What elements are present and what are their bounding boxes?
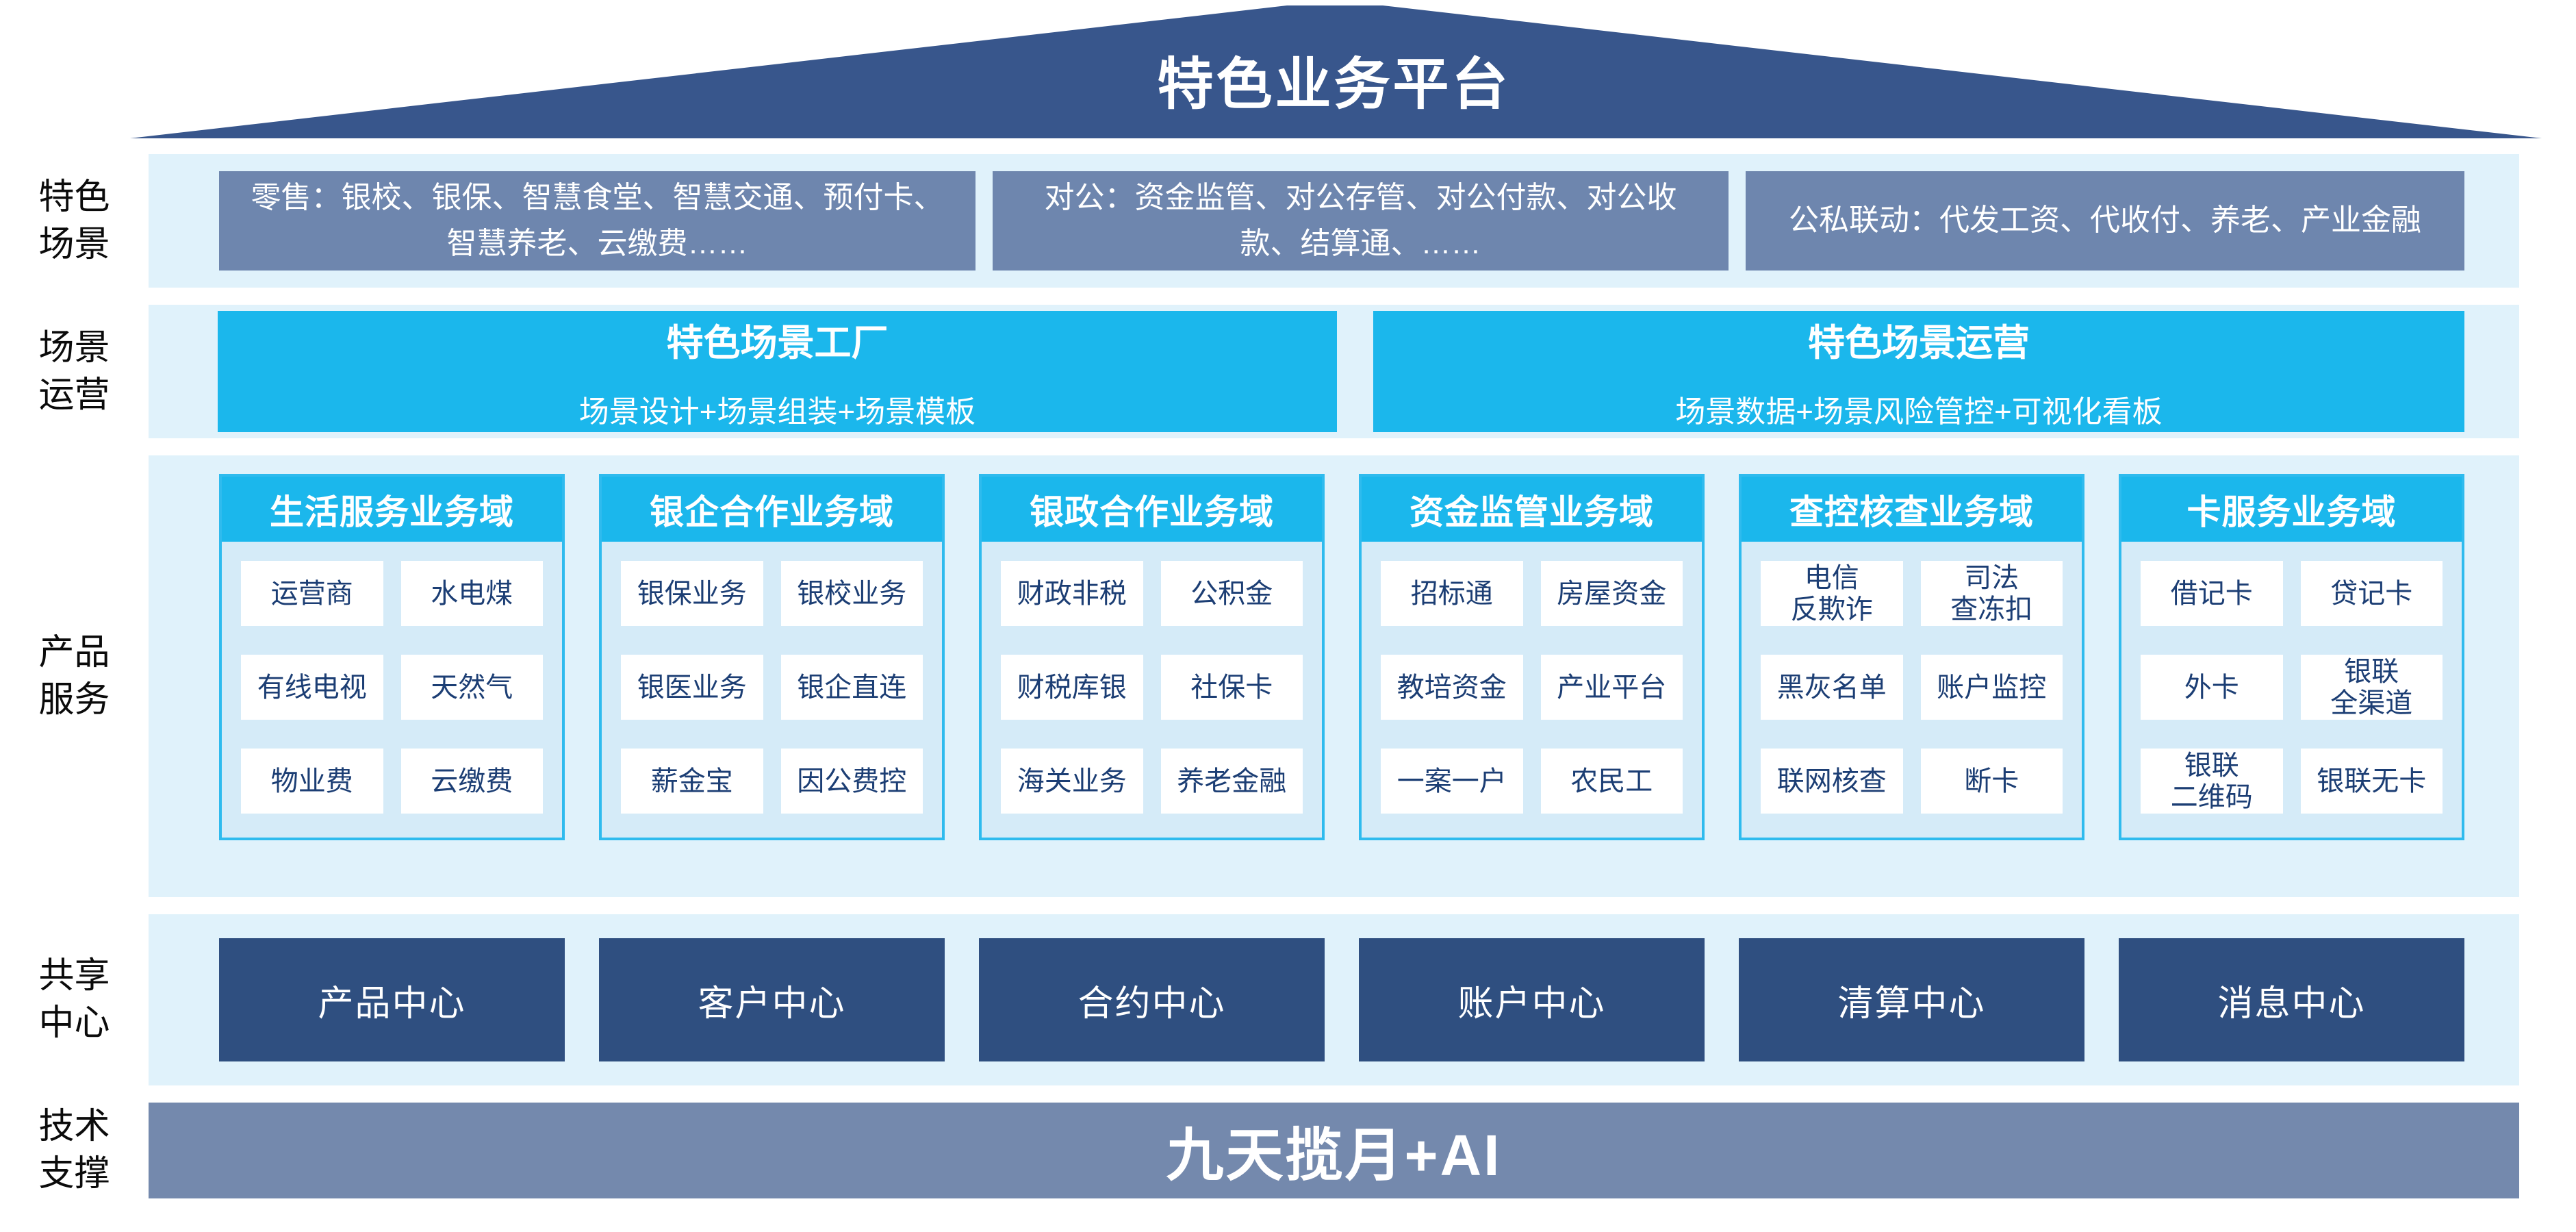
product-cell: 银校业务 <box>780 561 923 626</box>
scenario-box-corporate: 对公：资金监管、对公存管、对公付款、对公收款、结算通、…… <box>993 171 1729 271</box>
domain-body: 财政非税 公积金 财税库银 社保卡 海关业务 养老金融 <box>982 542 1322 838</box>
product-cell: 海关业务 <box>1001 749 1143 814</box>
product-cell: 银联 二维码 <box>2141 749 2283 814</box>
product-cell: 一案一户 <box>1381 749 1523 814</box>
product-cell: 黑灰名单 <box>1761 655 1903 720</box>
side-label-tech-support: 技术 支撑 <box>38 1107 110 1194</box>
product-cell: 因公费控 <box>780 749 923 814</box>
side-label-shared-centers: 共享 中心 <box>38 956 110 1043</box>
operation-box-title: 特色场景工厂 <box>666 323 889 364</box>
product-cell: 银联 全渠道 <box>2300 655 2443 720</box>
product-cell: 物业费 <box>241 749 383 814</box>
product-cell: 财政非税 <box>1001 561 1143 626</box>
domain-header: 生活服务业务域 <box>222 477 562 542</box>
domain-body: 银保业务 银校业务 银医业务 银企直连 薪金宝 因公费控 <box>602 542 942 838</box>
product-cell: 农民工 <box>1540 749 1683 814</box>
product-cell: 银联无卡 <box>2300 749 2443 814</box>
product-cell: 司法 查冻扣 <box>1920 561 2063 626</box>
domain-column-life-services: 生活服务业务域 运营商 水电煤 有线电视 天然气 物业费 云缴费 <box>219 474 565 840</box>
domain-column-card-services: 卡服务业务域 借记卡 贷记卡 外卡 银联 全渠道 银联 二维码 银联无卡 <box>2119 474 2464 840</box>
product-cell: 贷记卡 <box>2300 561 2443 626</box>
center-box-product: 产品中心 <box>219 938 565 1061</box>
product-cell: 断卡 <box>1920 749 2063 814</box>
domain-header: 银企合作业务域 <box>602 477 942 542</box>
center-box-customer: 客户中心 <box>599 938 945 1061</box>
product-cell: 公积金 <box>1160 561 1303 626</box>
domain-header: 卡服务业务域 <box>2121 477 2462 542</box>
domain-body: 借记卡 贷记卡 外卡 银联 全渠道 银联 二维码 银联无卡 <box>2121 542 2462 838</box>
domain-column-inquiry-verification: 查控核查业务域 电信 反欺诈 司法 查冻扣 黑灰名单 账户监控 联网核查 断卡 <box>1739 474 2084 840</box>
domain-column-bank-enterprise: 银企合作业务域 银保业务 银校业务 银医业务 银企直连 薪金宝 因公费控 <box>599 474 945 840</box>
operation-box-scene-factory: 特色场景工厂 场景设计+场景组装+场景模板 <box>218 311 1337 432</box>
scenario-box-public-private: 公私联动：代发工资、代收付、养老、产业金融 <box>1746 171 2464 271</box>
product-cell: 天然气 <box>400 655 543 720</box>
side-label-operations: 场景 运营 <box>38 327 110 415</box>
domain-header: 银政合作业务域 <box>982 477 1322 542</box>
product-cell: 养老金融 <box>1160 749 1303 814</box>
center-box-message: 消息中心 <box>2119 938 2464 1061</box>
shared-center-band: 产品中心 客户中心 合约中心 账户中心 清算中心 消息中心 <box>149 914 2519 1085</box>
center-box-account: 账户中心 <box>1359 938 1705 1061</box>
product-cell: 账户监控 <box>1920 655 2063 720</box>
product-cell: 借记卡 <box>2141 561 2283 626</box>
product-cell: 社保卡 <box>1160 655 1303 720</box>
product-cell: 银保业务 <box>621 561 763 626</box>
side-label-products: 产品 服务 <box>38 632 110 720</box>
product-cell: 运营商 <box>241 561 383 626</box>
product-cell: 房屋资金 <box>1540 561 1683 626</box>
product-cell: 有线电视 <box>241 655 383 720</box>
product-cell: 水电煤 <box>400 561 543 626</box>
operation-box-subtitle: 场景设计+场景组装+场景模板 <box>578 395 976 429</box>
operation-band: 特色场景工厂 场景设计+场景组装+场景模板 特色场景运营 场景数据+场景风险管控… <box>149 305 2519 438</box>
domain-body: 运营商 水电煤 有线电视 天然气 物业费 云缴费 <box>222 542 562 838</box>
scenario-band: 零售：银校、银保、智慧食堂、智慧交通、预付卡、智慧养老、云缴费…… 对公：资金监… <box>149 154 2519 288</box>
product-cell: 教培资金 <box>1381 655 1523 720</box>
domain-column-bank-government: 银政合作业务域 财政非税 公积金 财税库银 社保卡 海关业务 养老金融 <box>979 474 1325 840</box>
product-cell: 电信 反欺诈 <box>1761 561 1903 626</box>
product-cell: 银企直连 <box>780 655 923 720</box>
operation-box-subtitle: 场景数据+场景风险管控+可视化看板 <box>1675 395 2163 429</box>
domain-header: 资金监管业务域 <box>1362 477 1702 542</box>
domain-header: 查控核查业务域 <box>1742 477 2082 542</box>
product-cell: 招标通 <box>1381 561 1523 626</box>
scenario-box-retail: 零售：银校、银保、智慧食堂、智慧交通、预付卡、智慧养老、云缴费…… <box>219 171 975 271</box>
operation-box-title: 特色场景运营 <box>1808 323 2030 364</box>
product-cell: 薪金宝 <box>621 749 763 814</box>
operation-box-scene-operation: 特色场景运营 场景数据+场景风险管控+可视化看板 <box>1373 311 2464 432</box>
center-box-clearing: 清算中心 <box>1739 938 2084 1061</box>
product-cell: 银医业务 <box>621 655 763 720</box>
platform-title: 特色业务平台 <box>1157 53 1511 116</box>
domain-column-fund-supervision: 资金监管业务域 招标通 房屋资金 教培资金 产业平台 一案一户 农民工 <box>1359 474 1705 840</box>
product-cell: 财税库银 <box>1001 655 1143 720</box>
tech-support-bar: 九天揽月+AI <box>149 1103 2519 1198</box>
product-cell: 云缴费 <box>400 749 543 814</box>
center-box-contract: 合约中心 <box>979 938 1325 1061</box>
domain-body: 电信 反欺诈 司法 查冻扣 黑灰名单 账户监控 联网核查 断卡 <box>1742 542 2082 838</box>
product-cell: 产业平台 <box>1540 655 1683 720</box>
domain-body: 招标通 房屋资金 教培资金 产业平台 一案一户 农民工 <box>1362 542 1702 838</box>
product-cell: 外卡 <box>2141 655 2283 720</box>
roof-shape <box>130 5 2542 138</box>
product-cell: 联网核查 <box>1761 749 1903 814</box>
product-band: 生活服务业务域 运营商 水电煤 有线电视 天然气 物业费 云缴费 银企合作业务域… <box>149 455 2519 897</box>
side-label-scenarios: 特色 场景 <box>38 177 110 264</box>
